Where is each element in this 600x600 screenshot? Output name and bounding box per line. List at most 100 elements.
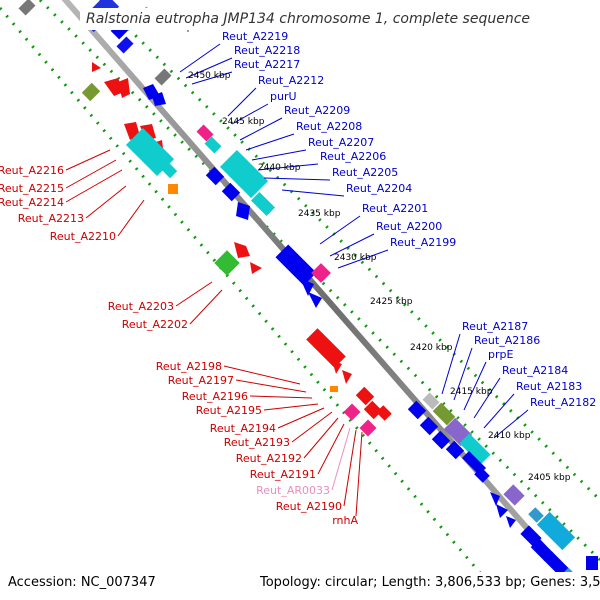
gene-glyph [140,124,156,140]
inner-tick-ring-left [38,0,600,562]
gene-label[interactable]: Reut_A2212 [258,74,324,87]
connector-line [329,233,375,257]
kbp-tick-label: 2415 kbp [450,387,493,397]
connector-line [257,163,319,171]
gene-label[interactable]: Reut_A2204 [346,182,412,195]
gene-track [18,0,600,595]
gene-label[interactable]: Reut_A2199 [390,236,456,249]
connector-line [355,431,363,517]
connector-line [65,149,111,171]
gene-glyph [342,370,352,384]
gene-labels: Reut_A2219Reut_A2218Reut_A2217Reut_A2212… [0,30,596,527]
gene-label[interactable]: Reut_A2194 [210,422,276,435]
connector-line [231,103,269,125]
gene-glyph [419,416,439,436]
gene-glyph [332,360,342,374]
kbp-tick-label: 2410 kbp [488,431,531,441]
gene-label[interactable]: Reut_A2186 [474,334,540,347]
kbp-tick-label: 2420 kbp [410,343,453,353]
gene-label[interactable]: Reut_A2209 [284,104,350,117]
connector-line [319,215,361,245]
gene-label[interactable]: Reut_A2201 [362,202,428,215]
gene-glyph [18,0,36,16]
gene-glyph [118,78,130,98]
gene-label[interactable]: Reut_A2187 [462,320,528,333]
connector-line [473,377,501,419]
gene-label[interactable]: Reut_A2218 [234,44,300,57]
gene-glyph [308,292,322,308]
connector-line [493,409,529,439]
gene-label[interactable]: Reut_A2190 [276,500,342,513]
gene-label[interactable]: rnhA [332,514,358,527]
gene-label[interactable]: Reut_A2196 [182,390,248,403]
gene-glyph [152,92,166,106]
connector-line [189,289,223,325]
gene-label[interactable]: Reut_A2214 [0,196,64,209]
gene-label[interactable]: Reut_A2206 [320,150,386,163]
gene-glyph [359,419,377,437]
gene-label[interactable]: Reut_A2184 [502,364,568,377]
gene-label[interactable]: Reut_A2217 [234,58,300,71]
gene-label[interactable]: Reut_A2195 [196,404,262,417]
gene-glyph [503,484,525,506]
gene-label[interactable]: Reut_A2198 [156,360,222,373]
connector-line [65,169,123,203]
gene-label[interactable]: purU [270,90,297,103]
gene-glyph [219,149,269,199]
gene-glyph [204,136,222,154]
gene-glyph [376,405,392,421]
gene-glyph [490,492,500,506]
gene-label[interactable]: Reut_A2203 [108,300,174,313]
gene-glyph [311,263,331,283]
gene-label[interactable]: Reut_A2210 [50,230,116,243]
connector-line [303,417,339,459]
gene-label[interactable]: Reut_A2215 [0,182,64,195]
title-background [80,8,520,30]
connector-line [263,177,331,181]
gene-glyph [116,36,134,54]
gene-label[interactable]: Reut_A2208 [296,120,362,133]
gene-label[interactable]: prpE [488,348,513,361]
connector-line [223,365,301,385]
gene-glyph [250,262,262,274]
footer-background [0,572,600,600]
gene-label[interactable]: Reut_A2216 [0,164,64,177]
gene-label[interactable]: Reut_A2207 [308,136,374,149]
gene-label[interactable]: Reut_A2193 [224,436,290,449]
gene-label[interactable]: Reut_A2197 [168,374,234,387]
connector-line [441,333,461,395]
gene-glyph [221,182,241,202]
gene-label[interactable]: Reut_A2192 [236,452,302,465]
connector-line [251,149,307,161]
gene-glyph [355,386,375,406]
label-connectors [65,43,529,517]
connector-line [453,347,473,401]
accession-text: Accession: NC_007347 [8,575,156,590]
gene-label[interactable]: Reut_A2202 [122,318,188,331]
gene-label[interactable]: Reut_A2200 [376,220,442,233]
gene-label[interactable]: Reut_A2205 [332,166,398,179]
connector-line [483,393,515,429]
summary-text: Topology: circular; Length: 3,806,533 bp… [259,575,600,590]
connector-line [281,189,345,197]
gene-glyph [528,507,544,523]
connector-line [249,395,313,399]
gene-label[interactable]: Reut_A2182 [530,396,596,409]
gene-glyph [275,244,317,286]
gene-glyph [496,504,508,518]
gene-glyph [236,202,250,220]
gene-glyph [343,403,361,421]
gene-label[interactable]: Reut_AR0033 [256,484,330,497]
gene-label[interactable]: Reut_A2213 [18,212,84,225]
gene-glyph [214,250,240,276]
gene-glyph [196,124,214,142]
gene-glyph [81,82,101,102]
gene-label[interactable]: Reut_A2191 [250,468,316,481]
connector-line [337,249,389,269]
connector-line [331,427,351,491]
kbp-tick-label: 2440 kbp [258,163,301,173]
gene-label[interactable]: Reut_A2219 [222,30,288,43]
gene-label[interactable]: Reut_A2183 [516,380,582,393]
connector-line [463,361,487,411]
